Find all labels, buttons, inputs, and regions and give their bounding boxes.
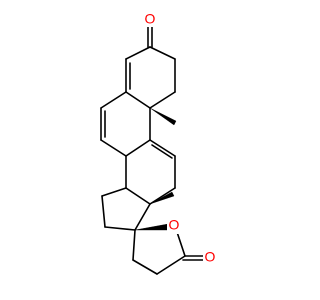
ketone-oxygen-bg [144, 13, 156, 27]
bond-c13-c14 [125, 187, 151, 205]
molecule-canvas: O O O [100, 10, 217, 275]
bond-c10-c1 [149, 91, 176, 109]
bond-c14-c15 [101, 187, 127, 197]
bond-c17-o-wedge [134, 223, 170, 231]
ring-oxygen-label: O [169, 217, 180, 233]
bond-o-c21 [176, 231, 186, 257]
ring-b [100, 91, 151, 157]
bond-c15-c16 [101, 195, 106, 228]
lactone-carbonyl-oxygen-bg [203, 250, 217, 266]
spiro-lactone-ring [132, 223, 207, 275]
ketone-oxygen-label: O [145, 11, 156, 27]
bond-c9-c11 [149, 139, 176, 157]
methyl-c13-wedge [149, 191, 175, 205]
atom-labels: O O O [144, 11, 217, 266]
bond-c9-c11-double [151, 144, 173, 159]
bond-c20-c19 [132, 259, 158, 275]
bond-c8-c9 [125, 139, 151, 157]
molecule-structure: O O O [100, 11, 217, 275]
ring-d [101, 187, 151, 231]
bond-c17-c13 [134, 203, 151, 231]
bond-c12-c13 [149, 187, 176, 205]
bond-c2-c3 [149, 46, 176, 60]
methyl-c10-wedge [149, 107, 177, 126]
bond-c21-c20 [156, 255, 186, 275]
bond-c5-c6 [100, 91, 127, 109]
bond-c7-c8 [100, 139, 127, 157]
ring-a [125, 46, 176, 109]
bond-c5-c10 [125, 91, 151, 109]
bond-c3-c4 [125, 46, 151, 60]
bond-c19-c17 [132, 229, 136, 261]
ketone-group [147, 23, 153, 48]
ring-c [125, 139, 176, 205]
ring-oxygen-bg [167, 218, 181, 234]
bond-c16-c17 [104, 226, 136, 231]
lactone-carbonyl-oxygen-label: O [205, 249, 216, 265]
